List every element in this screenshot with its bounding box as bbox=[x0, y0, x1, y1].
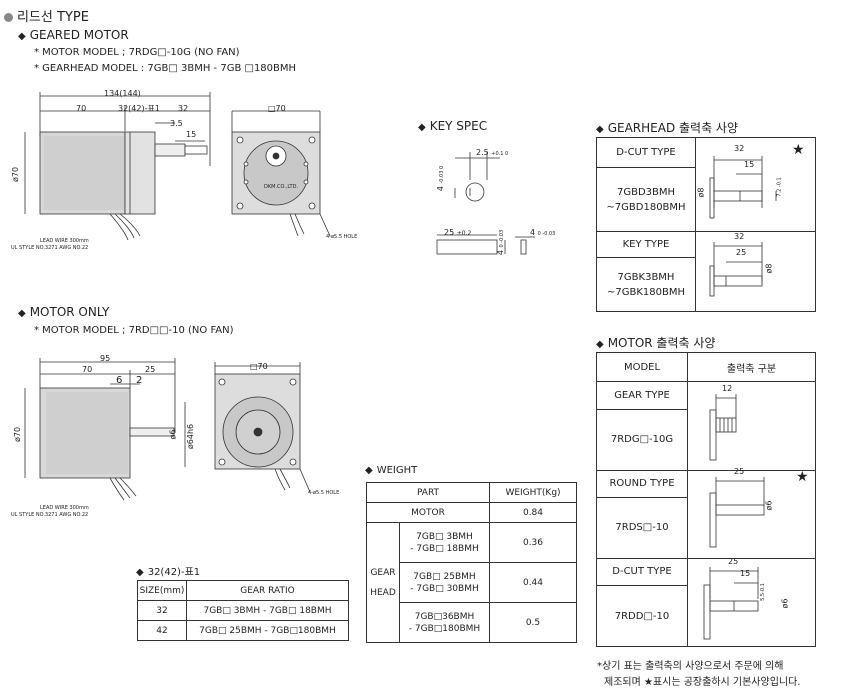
col-part: PART bbox=[366, 482, 490, 503]
lead-wire-label-mo: LEAD WIRE 300mm bbox=[40, 505, 89, 511]
key-width: 2.5 +0.1 0 bbox=[476, 148, 509, 157]
motor-only-heading: ◆MOTOR ONLY bbox=[18, 305, 110, 319]
ms-row2-drawing: 25 ø6 ★ bbox=[687, 467, 816, 559]
dim-pilot-mo: ø64h6 bbox=[186, 423, 196, 450]
dim-motor-length: 70 bbox=[76, 104, 87, 113]
weight-row-part: 7GB□36BMH- 7GB□180BMH bbox=[399, 602, 490, 643]
footnote-line-2: 제조되며 ★표시는 공장출하시 기본사양입니다. bbox=[604, 677, 801, 688]
diamond-bullet-icon: ◆ bbox=[596, 124, 604, 135]
dim-square: □70 bbox=[268, 104, 286, 113]
key-spec-drawing bbox=[436, 152, 535, 255]
footnote-line-1: *상기 표는 출력축의 사양으로서 주문에 의해 bbox=[597, 661, 784, 672]
table1-heading: ◆32(42)-표1 bbox=[136, 567, 201, 578]
dim-diameter: ø70 bbox=[11, 166, 21, 183]
dim-shaft-length: 32 bbox=[178, 104, 189, 113]
diamond-bullet-icon: ◆ bbox=[596, 339, 604, 350]
col-class: 출력축 구분 bbox=[687, 351, 816, 383]
ms-row3-model: 7RDD□-10 bbox=[596, 585, 688, 647]
key-length: 25 ±0.2 bbox=[444, 228, 472, 237]
motor-only-model: * MOTOR MODEL ; 7RD□□-10 (NO FAN) bbox=[34, 325, 234, 336]
hole-label-mo: 4-ø5.5 HOLE bbox=[308, 490, 340, 496]
bullet-dot-icon bbox=[4, 13, 13, 22]
gh-row2-drawing: 32 25 ø8 bbox=[695, 231, 816, 312]
gh-row1-drawing: 32 15 ø8 7.2 -0.1 ★ bbox=[695, 137, 816, 232]
table1-row-size: 32 bbox=[137, 600, 187, 621]
geared-motor-heading: ◆GEARED MOTOR bbox=[18, 28, 129, 42]
ms-row3-type: D-CUT TYPE bbox=[596, 557, 688, 587]
dim-6: 6 bbox=[116, 375, 123, 386]
lead-wire-label: LEAD WIRE 300mm bbox=[40, 238, 89, 244]
ms-row2-model: 7RDS□-10 bbox=[596, 496, 688, 559]
dim-square-mo: □70 bbox=[250, 362, 268, 371]
ms-row1-model: 7RDG□-10G bbox=[596, 408, 688, 471]
motor-row-label: MOTOR bbox=[366, 502, 490, 523]
weight-row-part: 7GB□ 25BMH- 7GB□ 30BMH bbox=[399, 562, 490, 603]
weight-heading: ◆WEIGHT bbox=[365, 465, 418, 476]
geared-motor-drawing bbox=[24, 92, 331, 241]
diamond-bullet-icon: ◆ bbox=[365, 465, 373, 476]
key-spec-heading: ◆KEY SPEC bbox=[418, 119, 488, 133]
key-width-2: 4 0 -0.03 bbox=[530, 228, 556, 237]
ms-row1-drawing: 12 bbox=[687, 381, 816, 471]
key-thick: 4 0 -0.03 bbox=[496, 229, 506, 256]
motor-shaft-heading: ◆MOTOR 출력축 사양 bbox=[596, 336, 716, 350]
motor-only-drawing bbox=[24, 358, 311, 501]
diamond-bullet-icon: ◆ bbox=[418, 122, 426, 133]
motor-row-weight: 0.84 bbox=[489, 502, 577, 523]
table1-row-ratio: 7GB□ 25BMH - 7GB□180BMH bbox=[186, 620, 349, 641]
geared-motor-model: * MOTOR MODEL ; 7RDG□-10G (NO FAN) bbox=[34, 47, 240, 58]
gh-row1-models: 7GBD3BMH~7GBD180BMH bbox=[596, 167, 696, 232]
table1-row-ratio: 7GB□ 3BMH - 7GB□ 18BMH bbox=[186, 600, 349, 621]
dim-total-length: 134(144) bbox=[104, 89, 141, 98]
hole-label: 4-ø5.5 HOLE bbox=[326, 234, 358, 240]
key-height: 4 -0.03 0 bbox=[436, 165, 446, 192]
weight-row-value: 0.5 bbox=[489, 602, 577, 643]
gh-row2-models: 7GBK3BMH~7GBK180BMH bbox=[596, 257, 696, 312]
dim-3-5: 3.5 bbox=[170, 119, 183, 128]
weight-row-value: 0.44 bbox=[489, 562, 577, 603]
col-model: MODEL bbox=[596, 351, 688, 383]
col-ratio: GEAR RATIO bbox=[186, 580, 349, 601]
table1-row-size: 42 bbox=[137, 620, 187, 641]
default-star-icon: ★ bbox=[792, 142, 805, 158]
gearhead-model: * GEARHEAD MODEL : 7GB□ 3BMH - 7GB □180B… bbox=[34, 63, 297, 74]
ms-row2-type: ROUND TYPE bbox=[596, 469, 688, 498]
dim-diameter-mo: ø70 bbox=[13, 426, 23, 443]
ms-row1-type: GEAR TYPE bbox=[596, 381, 688, 410]
default-star-icon: ★ bbox=[796, 468, 809, 485]
col-size: SIZE(mm) bbox=[137, 580, 187, 601]
dim-motor-length-mo: 70 bbox=[82, 365, 93, 374]
gh-row1-type: D-CUT TYPE bbox=[596, 137, 696, 168]
weight-row-value: 0.36 bbox=[489, 522, 577, 563]
ul-style-label: UL STYLE NO.3271 AWG NO.22 bbox=[11, 245, 89, 251]
dim-shaft-diameter-mo: ø6 bbox=[168, 429, 178, 440]
page-title: 리드선 TYPE bbox=[4, 6, 89, 25]
dim-15: 15 bbox=[186, 130, 197, 139]
col-weight: WEIGHT(Kg) bbox=[489, 482, 577, 503]
maker-label: DKM.CO.,LTD. bbox=[264, 184, 299, 190]
gearhead-shaft-table: D-CUT TYPE 32 15 ø8 7.2 -0.1 ★ bbox=[596, 137, 816, 312]
gh-row2-type: KEY TYPE bbox=[596, 231, 696, 258]
diamond-bullet-icon: ◆ bbox=[18, 308, 26, 319]
dim-shaft-length-mo: 25 bbox=[145, 365, 156, 374]
dim-gear-length: 32(42)-표1 bbox=[118, 104, 160, 113]
diamond-bullet-icon: ◆ bbox=[136, 567, 144, 578]
ms-row3-drawing: 25 15 5.5-0.1 ø6 bbox=[687, 557, 816, 648]
weight-row-part: 7GB□ 3BMH- 7GB□ 18BMH bbox=[399, 522, 490, 563]
diamond-bullet-icon: ◆ bbox=[18, 31, 26, 42]
dim-2: 2 bbox=[136, 375, 143, 386]
dim-total-length-mo: 95 bbox=[100, 354, 111, 363]
ul-style-label-mo: UL STYLE NO.3271 AWG NO.22 bbox=[11, 512, 89, 518]
gearhead-shaft-heading: ◆GEARHEAD 출력축 사양 bbox=[596, 121, 739, 135]
